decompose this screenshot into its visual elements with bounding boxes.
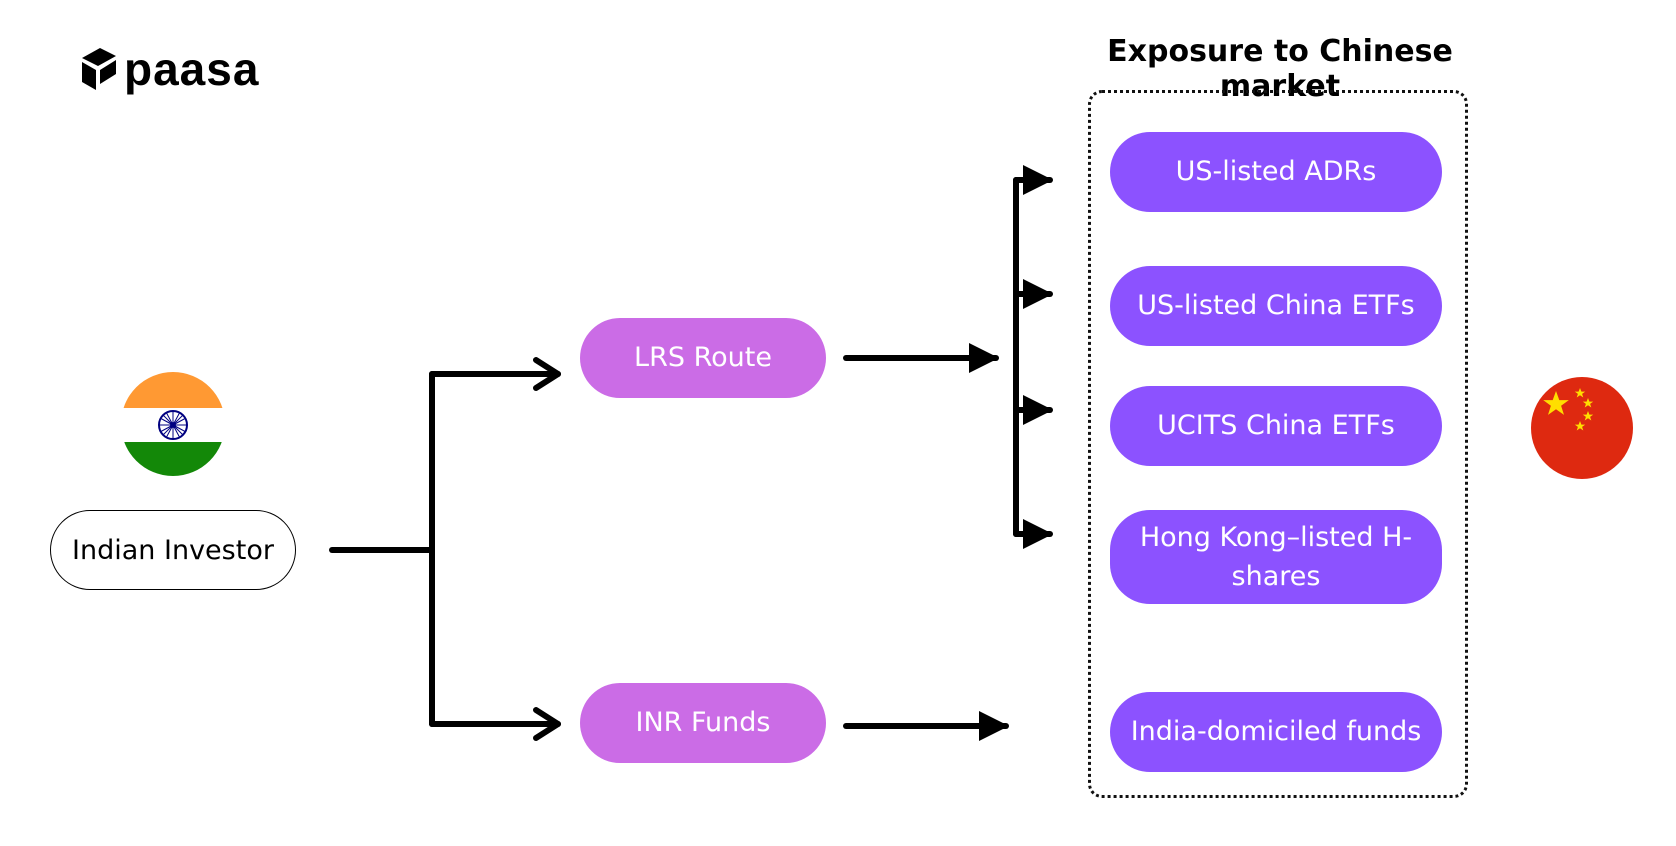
indian-investor-node: Indian Investor [50, 510, 296, 590]
paasa-logo: paasa [78, 44, 259, 94]
us-listed-china-etfs-node: US-listed China ETFs [1110, 266, 1442, 346]
india-domiciled-funds-node: India-domiciled funds [1110, 692, 1442, 772]
china-flag-icon [1531, 377, 1633, 479]
arrowhead-inr [533, 707, 561, 741]
inr-funds-node: INR Funds [580, 683, 826, 763]
exposure-group-box [1088, 90, 1468, 798]
arrowhead-lrs [533, 357, 561, 391]
paasa-box-logo-icon [82, 48, 116, 90]
us-listed-adrs-node: US-listed ADRs [1110, 132, 1442, 212]
brand-name: paasa [124, 43, 260, 95]
india-flag-icon [121, 372, 225, 476]
section-title: Exposure to Chinese market [1107, 34, 1453, 104]
hong-kong-h-shares-node: Hong Kong–listed H-shares [1110, 510, 1442, 604]
ucits-china-etfs-node: UCITS China ETFs [1110, 386, 1442, 466]
lrs-route-node: LRS Route [580, 318, 826, 398]
